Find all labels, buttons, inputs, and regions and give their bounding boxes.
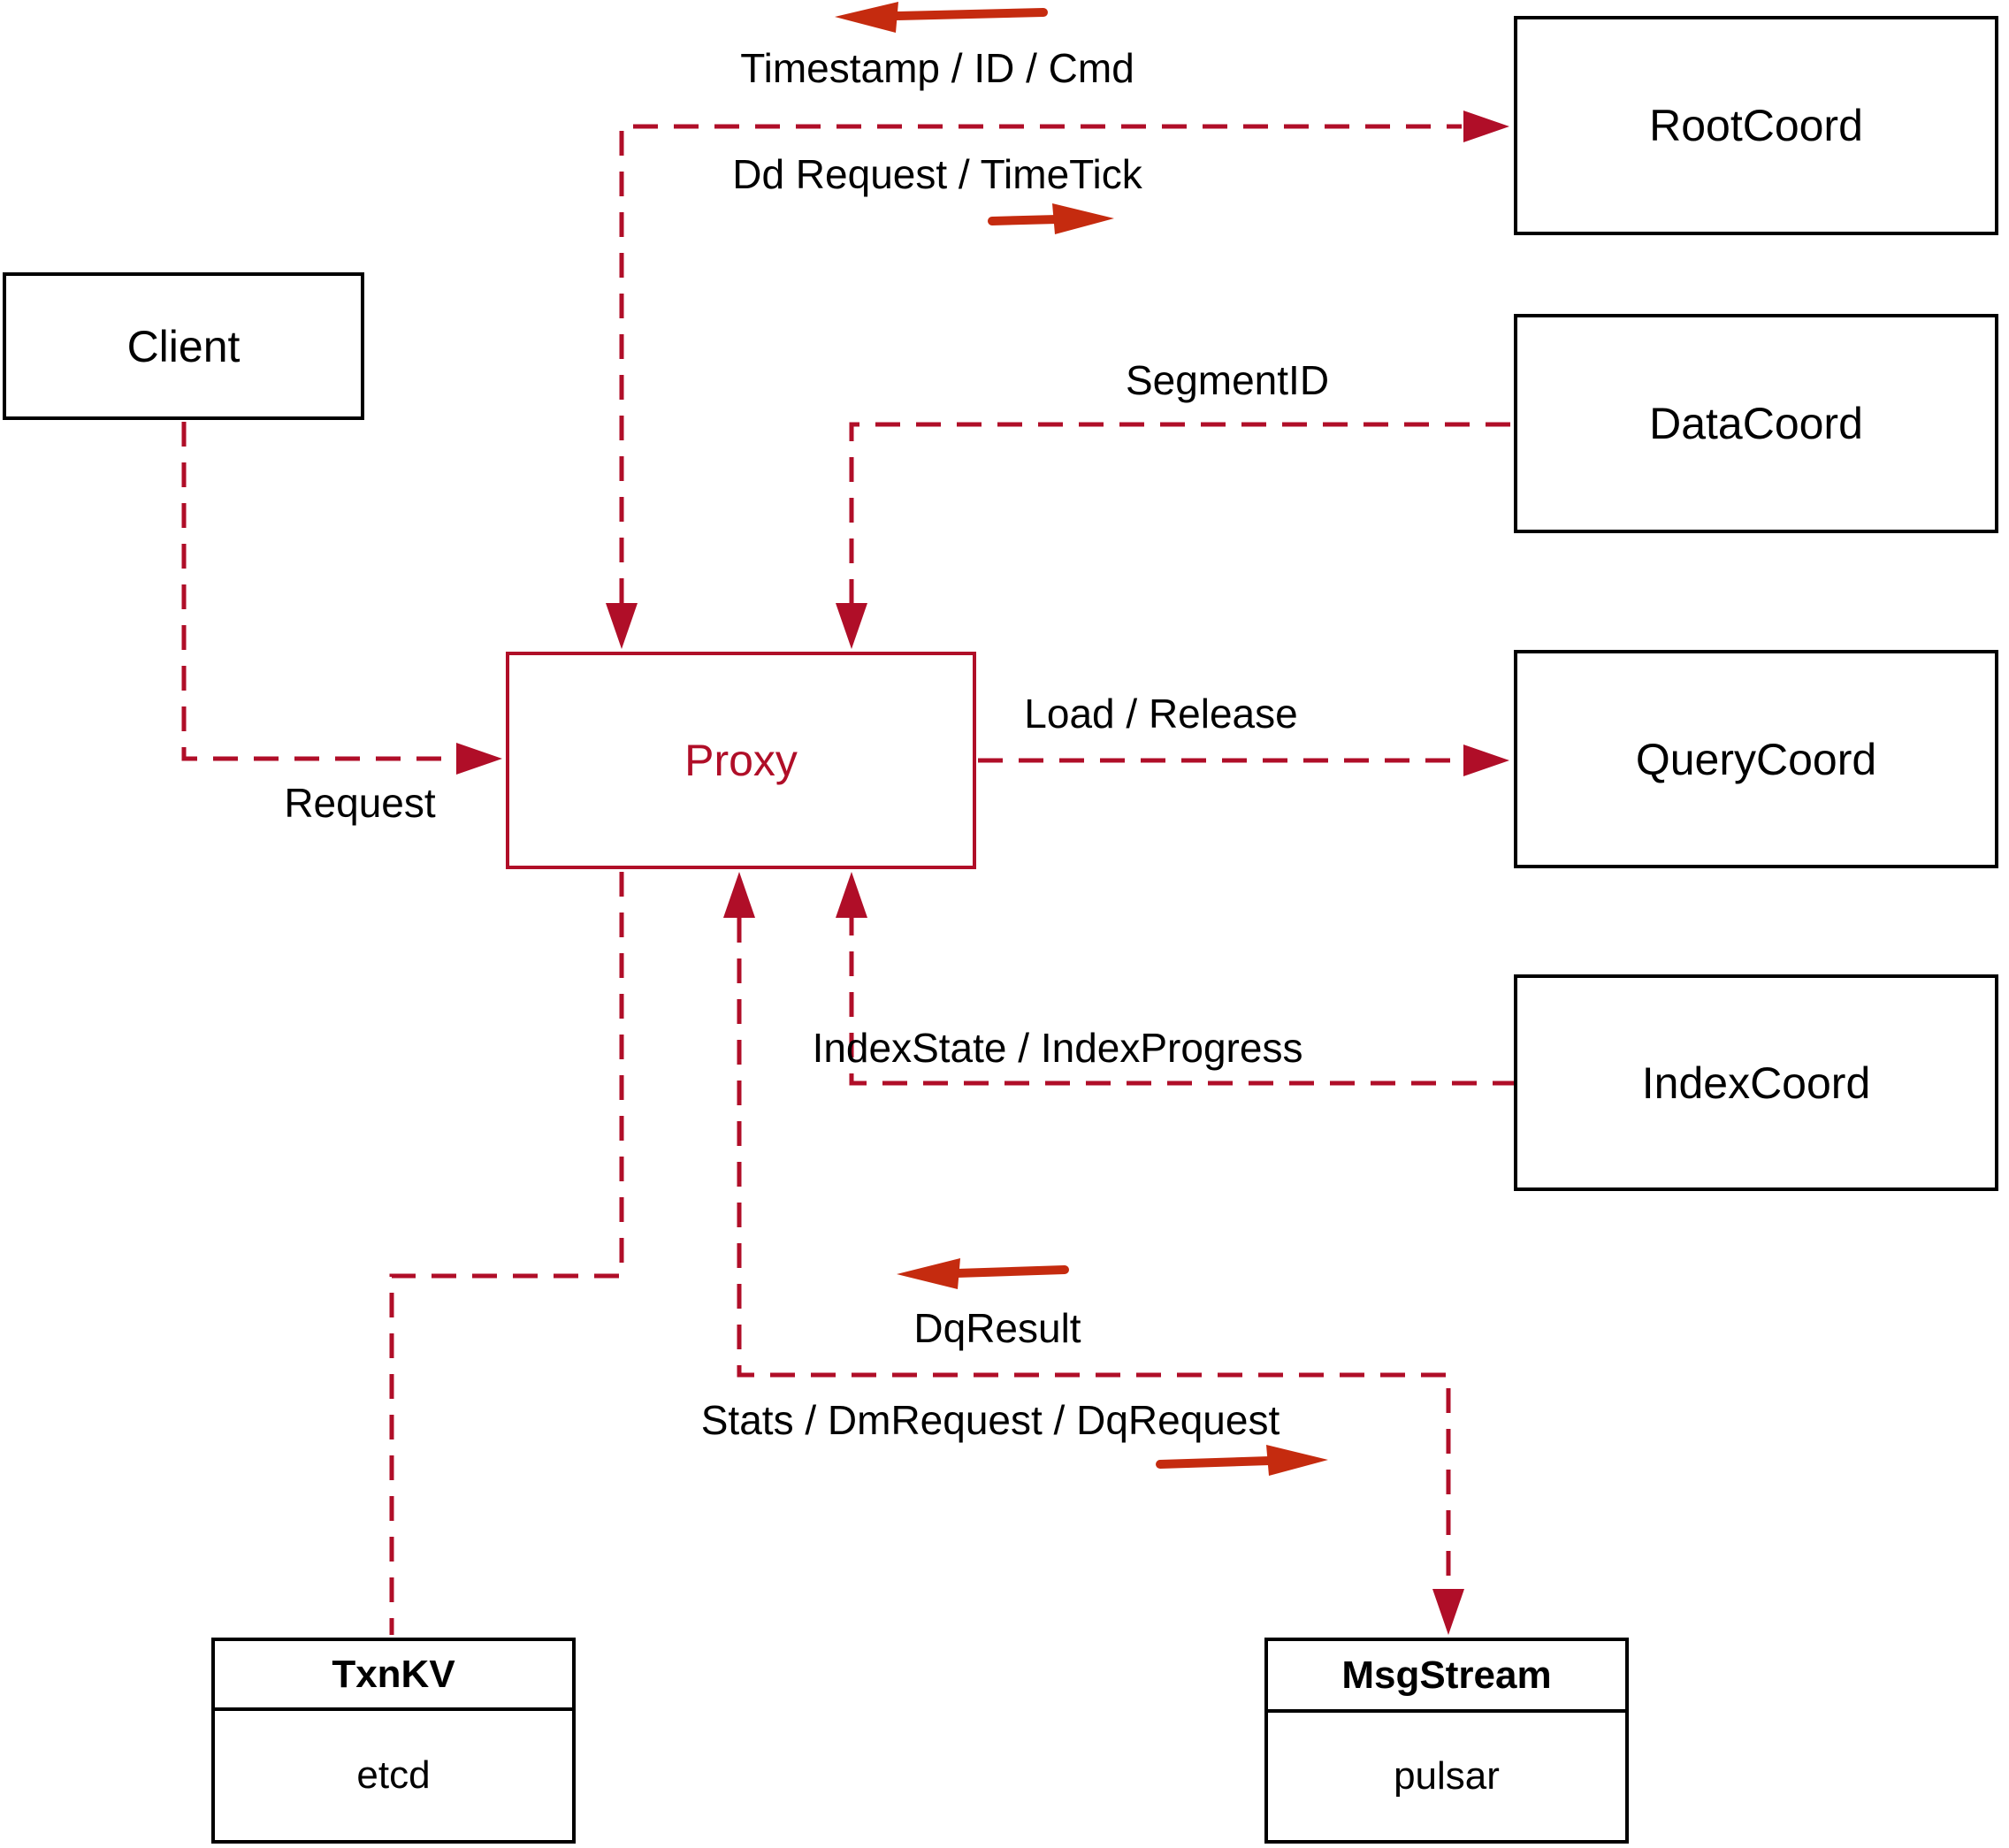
dashed-edge-datacoord-proxy	[849, 422, 1510, 603]
dashed-edge-client-proxy	[181, 422, 489, 761]
msgstream-header-label: MsgStream	[1341, 1653, 1552, 1697]
txnkv-header: TxnKV	[215, 1641, 572, 1711]
edge-label-timestamp-id-cmd: Timestamp / ID / Cmd	[740, 45, 1134, 91]
txnkv-header-label: TxnKV	[332, 1652, 455, 1696]
direction-arrow-right-dd-request	[988, 203, 1114, 234]
node-msgstream: MsgStream pulsar	[1264, 1638, 1629, 1844]
direction-arrow-right-stats	[1156, 1445, 1328, 1476]
arrowhead-into-proxy-left	[456, 743, 502, 775]
node-proxy: Proxy	[506, 652, 976, 869]
node-querycoord: QueryCoord	[1514, 650, 1998, 868]
edge-label-segment-id: SegmentID	[1125, 357, 1330, 403]
edge-label-request: Request	[284, 780, 436, 826]
node-txnkv: TxnKV etcd	[211, 1638, 576, 1844]
msgstream-body: pulsar	[1268, 1713, 1625, 1840]
direction-arrow-left-dq-result	[897, 1258, 1069, 1289]
node-datacoord: DataCoord	[1514, 314, 1998, 533]
node-proxy-label: Proxy	[684, 736, 798, 785]
edge-label-index-state-progress: IndexState / IndexProgress	[812, 1025, 1303, 1071]
node-client: Client	[3, 272, 364, 420]
edge-label-stats-dm-dq-request: Stats / DmRequest / DqRequest	[700, 1397, 1280, 1443]
node-indexcoord-label: IndexCoord	[1641, 1058, 1871, 1108]
dashed-edge-proxy-rootcoord	[619, 124, 1462, 603]
msgstream-header: MsgStream	[1268, 1641, 1625, 1713]
edge-label-load-release: Load / Release	[1024, 691, 1298, 737]
arrowhead-into-querycoord	[1463, 745, 1509, 776]
arrowhead-into-proxy-top-left	[606, 603, 638, 649]
arrowhead-into-proxy-top-right	[836, 603, 867, 649]
edge-label-dq-result: DqResult	[913, 1305, 1081, 1351]
txnkv-body: etcd	[215, 1711, 572, 1840]
edge-label-dd-request-timetick: Dd Request / TimeTick	[732, 151, 1142, 197]
direction-arrow-left-timestamp	[835, 2, 1048, 33]
dashed-edge-indexcoord-proxy	[849, 918, 1517, 1086]
node-datacoord-label: DataCoord	[1649, 399, 1863, 448]
arrowhead-into-rootcoord	[1463, 111, 1509, 142]
node-rootcoord-label: RootCoord	[1649, 101, 1863, 150]
dashed-edge-proxy-msgstream	[737, 918, 1451, 1588]
msgstream-body-label: pulsar	[1394, 1754, 1500, 1798]
arrowhead-into-msgstream	[1432, 1589, 1464, 1635]
node-indexcoord: IndexCoord	[1514, 974, 1998, 1191]
arrowhead-into-proxy-bottom-right	[836, 872, 867, 918]
txnkv-body-label: etcd	[356, 1753, 431, 1797]
node-querycoord-label: QueryCoord	[1635, 734, 1877, 784]
dashed-edge-proxy-txnkv	[389, 872, 624, 1635]
node-rootcoord: RootCoord	[1514, 16, 1998, 235]
node-client-label: Client	[126, 321, 241, 371]
arrowhead-into-proxy-bottom-middle	[723, 872, 755, 918]
